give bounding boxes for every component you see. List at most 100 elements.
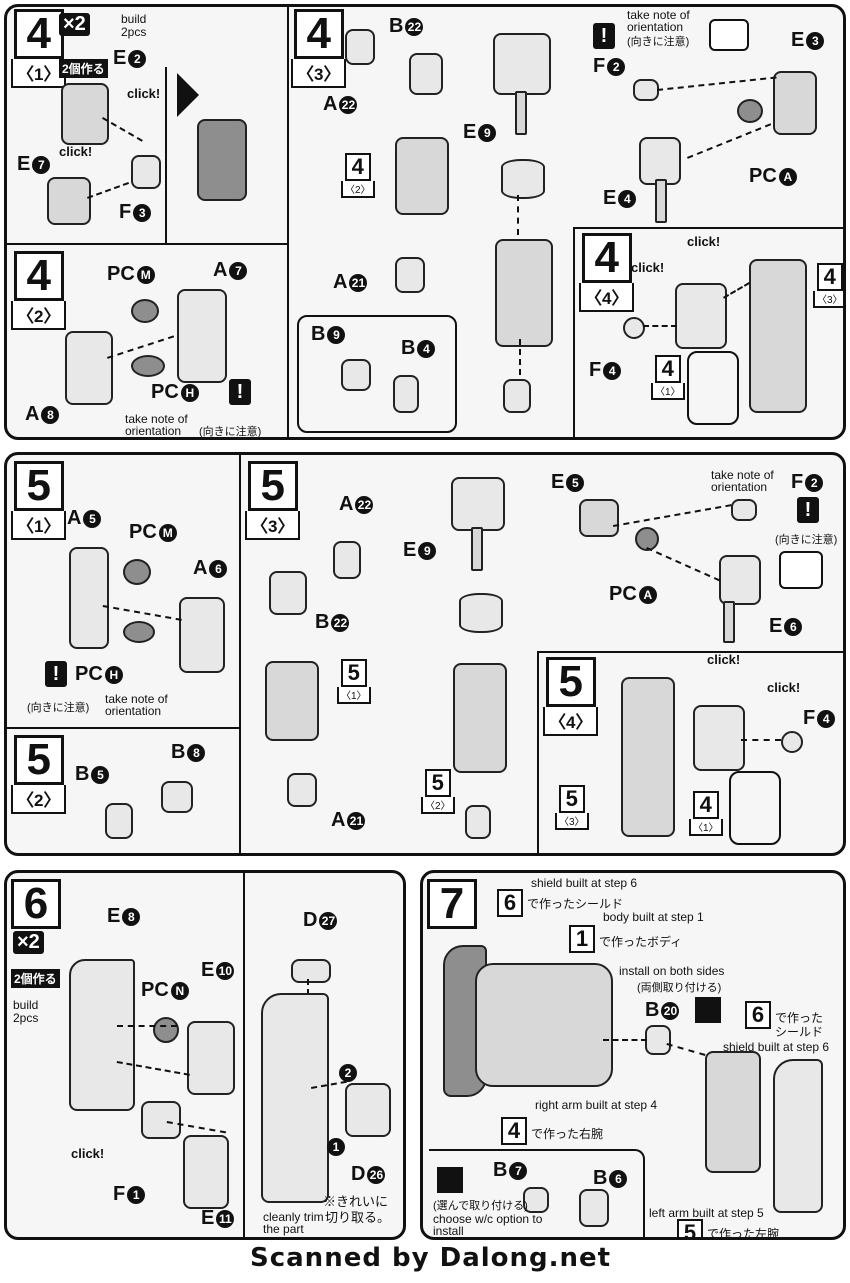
shield-drawing xyxy=(773,1059,823,1213)
part-drawing xyxy=(341,359,371,391)
note-jp: (向きに注意) xyxy=(775,534,838,546)
callout-en: shield built at step 6 xyxy=(531,876,638,890)
part-drawing xyxy=(451,477,505,531)
part-drawing xyxy=(639,137,681,185)
part-drawing xyxy=(131,355,165,377)
warning-icon: ! xyxy=(229,379,251,405)
trim-jp: 切り取る。 xyxy=(325,1210,391,1225)
callout-en: left arm built at step 5 xyxy=(649,1206,764,1220)
part-drawing xyxy=(123,621,155,643)
scan-credit: Scanned by Dalong.net xyxy=(250,1243,612,1273)
step-reference: 6 xyxy=(745,1001,771,1029)
warning-icon: ! xyxy=(797,497,819,523)
step-reference: 4 xyxy=(501,1117,527,1145)
part-drawing xyxy=(141,1101,181,1139)
step-number: 5 xyxy=(545,657,596,707)
pcs-label: 2pcs xyxy=(121,25,147,39)
part-drawing xyxy=(693,705,745,771)
part-drawing xyxy=(723,601,735,643)
step-number: 5 xyxy=(247,461,298,511)
part-drawing xyxy=(261,993,329,1203)
callout-jp: (両側取り付ける) xyxy=(637,982,722,994)
warning-icon: ! xyxy=(45,661,67,687)
part-drawing xyxy=(269,571,307,615)
build-label: build xyxy=(13,998,39,1012)
detail-inset xyxy=(729,771,781,845)
part-drawing xyxy=(65,331,113,405)
step-number: 4 xyxy=(13,251,64,301)
note-label: take note of xyxy=(125,412,188,426)
part-drawing xyxy=(395,257,425,293)
assembly-arrow xyxy=(517,195,519,235)
click-label: click! xyxy=(59,144,93,159)
part-drawing xyxy=(131,155,161,189)
step-5-1-header: 5 〈1〉 xyxy=(11,461,67,540)
divider xyxy=(287,7,289,437)
assembly-arrow xyxy=(666,1043,706,1056)
part-drawing xyxy=(503,379,531,413)
step-number: 5 xyxy=(13,735,64,785)
assembly-arrow xyxy=(87,181,130,199)
click-label: click! xyxy=(631,260,665,275)
assembly-arrow xyxy=(657,76,777,91)
part-drawing xyxy=(493,33,551,95)
detail-inset xyxy=(687,351,739,425)
step-reference: 4〈2〉 xyxy=(341,153,375,198)
part-drawing xyxy=(719,555,761,605)
assembly-arrow xyxy=(643,325,677,327)
note-label: take note of xyxy=(627,8,690,22)
step-number: 4 xyxy=(581,233,632,283)
quantity-jp: 2個作る xyxy=(11,969,60,988)
part-drawing xyxy=(345,1083,391,1137)
divider xyxy=(573,227,843,229)
callout-en: choose w/c option to xyxy=(433,1212,543,1226)
note-jp: (向きに注意) xyxy=(627,36,690,48)
pcs-label: 2pcs xyxy=(13,1011,39,1025)
quantity-jp: 2個作る xyxy=(59,59,108,78)
assembly-arrow xyxy=(723,282,750,299)
step-5-3-header: 5 〈3〉 xyxy=(245,461,301,540)
step-reference: 5 xyxy=(677,1219,703,1237)
part-drawing xyxy=(179,597,225,673)
next-arrow-icon xyxy=(177,73,199,117)
step-reference: 6 xyxy=(497,889,523,917)
part-drawing xyxy=(453,663,507,773)
assembly-arrow xyxy=(102,605,182,621)
part-drawing xyxy=(393,375,419,413)
part-drawing xyxy=(177,289,227,383)
part-drawing xyxy=(773,71,817,135)
callout-jp: で作った右腕 xyxy=(531,1127,604,1141)
note-jp: (向きに注意) xyxy=(199,426,262,438)
part-drawing xyxy=(123,559,151,585)
note-label: orientation xyxy=(627,20,684,34)
callout-jp: で作ったボディ xyxy=(599,935,683,949)
callout-jp: で作った xyxy=(775,1011,824,1025)
assembly-arrow xyxy=(117,1025,177,1027)
note-label: orientation xyxy=(105,704,162,718)
note-label: take note of xyxy=(711,468,774,482)
part-drawing xyxy=(465,805,491,839)
part-drawing xyxy=(579,1189,609,1227)
